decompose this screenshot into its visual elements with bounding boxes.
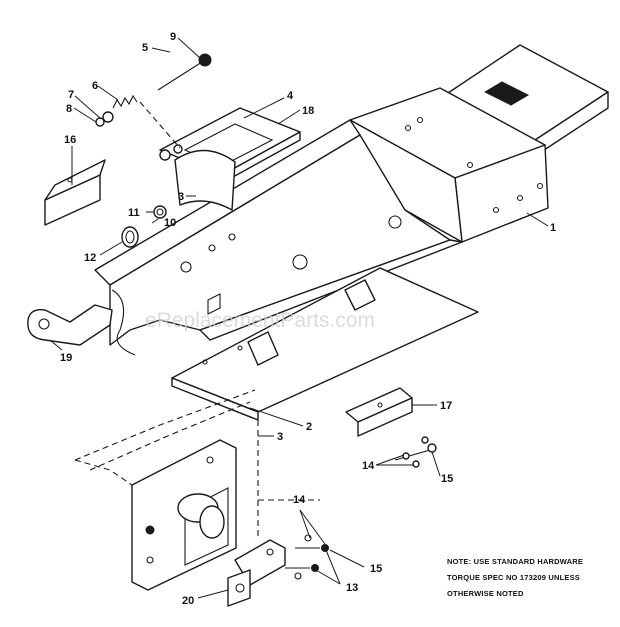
callout-8: 8 xyxy=(66,103,72,115)
callout-12: 12 xyxy=(84,252,96,264)
floor-pan xyxy=(171,267,479,421)
callout-3-upper: 3 xyxy=(178,191,184,203)
note-line-3: OTHERWISE NOTED xyxy=(447,589,524,598)
bracket-16 xyxy=(44,159,106,226)
bracket-20 xyxy=(227,420,320,607)
callout-9: 9 xyxy=(170,31,176,43)
callout-14-lower: 14 xyxy=(293,494,306,506)
leader-lines xyxy=(49,37,549,599)
callout-10: 10 xyxy=(164,217,176,229)
callout-4: 4 xyxy=(287,90,294,102)
callout-labels: 1 2 3 3 4 5 6 7 8 9 10 11 12 13 14 14 15… xyxy=(60,31,556,607)
callout-6: 6 xyxy=(92,80,98,92)
callout-16: 16 xyxy=(64,134,76,146)
callout-18: 18 xyxy=(302,105,314,117)
bracket-17 xyxy=(345,387,437,468)
callout-5: 5 xyxy=(142,42,148,54)
watermark-text: eReplacementParts.com xyxy=(145,309,375,332)
callout-15-right: 15 xyxy=(441,473,453,485)
callout-3-lower: 3 xyxy=(277,431,283,443)
callout-14-right: 14 xyxy=(362,460,375,472)
note-line-2: TORQUE SPEC NO 173209 UNLESS xyxy=(447,573,581,582)
callout-11: 11 xyxy=(128,207,140,219)
note-line-1: NOTE: USE STANDARD HARDWARE xyxy=(447,557,584,566)
rear-plate xyxy=(74,389,256,591)
callout-1: 1 xyxy=(550,222,556,234)
callout-19: 19 xyxy=(60,352,72,364)
top-cover xyxy=(159,107,301,211)
callout-13: 13 xyxy=(346,582,358,594)
ring-washer xyxy=(121,205,167,248)
callout-17: 17 xyxy=(440,400,452,412)
hitch-bracket xyxy=(27,289,136,356)
callout-2: 2 xyxy=(306,421,312,433)
callout-15-lower: 15 xyxy=(370,563,382,575)
callout-20: 20 xyxy=(182,595,194,607)
callout-7: 7 xyxy=(68,89,74,101)
control-rod xyxy=(95,53,212,149)
hardware-lower xyxy=(285,534,329,580)
main-frame xyxy=(94,44,609,346)
